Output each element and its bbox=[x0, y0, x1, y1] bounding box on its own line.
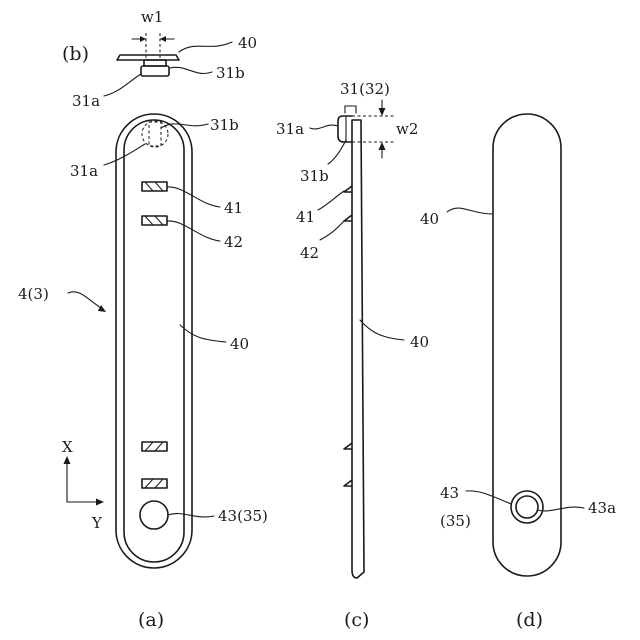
leader-c-41 bbox=[318, 191, 344, 210]
label-c-40: 40 bbox=[410, 333, 429, 351]
label-d-43a: 43a bbox=[588, 499, 616, 517]
label-c-41: 41 bbox=[296, 208, 315, 226]
w1-arrowhead-left bbox=[140, 36, 146, 42]
leader-a-41 bbox=[167, 187, 220, 207]
part-31b-a bbox=[149, 122, 161, 146]
leader-b-40 bbox=[179, 42, 232, 52]
part-31a-b bbox=[141, 66, 169, 76]
hook-lower-2-c bbox=[344, 480, 352, 486]
hook-42-a bbox=[142, 216, 167, 225]
leader-b-31b bbox=[170, 67, 212, 73]
label-d-35: (35) bbox=[440, 512, 471, 530]
label-w1: w1 bbox=[141, 8, 163, 26]
label-a-43-35: 43(35) bbox=[218, 507, 268, 525]
label-c-31a: 31a bbox=[276, 120, 304, 138]
label-a-31a: 31a bbox=[70, 162, 98, 180]
view-c: 31(32) 31a w2 31b 41 42 40 (c) bbox=[276, 80, 429, 631]
part-31b-b bbox=[144, 60, 166, 66]
hook-41-a bbox=[142, 182, 167, 191]
strip-side-c bbox=[352, 120, 364, 578]
label-d-43: 43 bbox=[440, 484, 459, 502]
leader-a-40 bbox=[180, 325, 226, 342]
caption-a: (a) bbox=[138, 609, 164, 631]
hook-41-c bbox=[344, 186, 352, 192]
leader-a-42 bbox=[167, 221, 220, 241]
hook-lower-1-c bbox=[344, 443, 352, 449]
label-b-40: 40 bbox=[238, 34, 257, 52]
hole-43a-d bbox=[516, 496, 538, 518]
w2-arrowhead-top bbox=[379, 108, 386, 116]
label-a-31b: 31b bbox=[210, 116, 239, 134]
leader-d-40 bbox=[447, 208, 492, 214]
label-c-31-32: 31(32) bbox=[340, 80, 390, 98]
view-a: 31b 31a 41 42 4(3) 40 X Y 43(35) (a) bbox=[18, 114, 268, 631]
label-c-w2: w2 bbox=[396, 120, 418, 138]
axis-y-arrowhead bbox=[96, 499, 104, 506]
bracket-31-c bbox=[345, 106, 356, 113]
strip-inner-a bbox=[124, 120, 184, 562]
leader-b-31a bbox=[104, 74, 141, 96]
label-d-40: 40 bbox=[420, 210, 439, 228]
xy-axes bbox=[64, 456, 105, 506]
leader-a-4-3 bbox=[68, 292, 104, 310]
label-c-31b: 31b bbox=[300, 167, 329, 185]
strip-back-d bbox=[493, 114, 561, 576]
w1-arrowhead-right bbox=[160, 36, 166, 42]
caption-d: (d) bbox=[516, 609, 543, 631]
label-axis-y: Y bbox=[91, 514, 103, 532]
label-a-41: 41 bbox=[224, 199, 243, 217]
hook-42-c bbox=[344, 215, 352, 221]
leader-a-4-3-arrowhead bbox=[98, 305, 106, 312]
view-b: (b) w1 40 31b 31a bbox=[62, 8, 257, 110]
hook-lower-2-a bbox=[142, 479, 167, 488]
leader-d-43 bbox=[466, 491, 511, 504]
axis-x-arrowhead bbox=[64, 456, 71, 464]
label-a-42: 42 bbox=[224, 233, 243, 251]
hook-lower-1-a bbox=[142, 442, 167, 451]
caption-b: (b) bbox=[62, 43, 89, 65]
leader-c-31a bbox=[310, 125, 338, 129]
leader-a-31b bbox=[161, 124, 208, 128]
label-b-31a: 31a bbox=[72, 92, 100, 110]
label-a-40: 40 bbox=[230, 335, 249, 353]
label-a-4-3: 4(3) bbox=[18, 285, 49, 303]
leader-a-43 bbox=[168, 514, 214, 517]
part-31a-a bbox=[142, 121, 168, 147]
view-d: 40 43 (35) 43a (d) bbox=[420, 114, 616, 631]
leader-c-42 bbox=[320, 221, 344, 240]
w2-arrowhead-bottom bbox=[379, 142, 386, 150]
leader-c-31b bbox=[328, 140, 346, 164]
label-c-42: 42 bbox=[300, 244, 319, 262]
label-axis-x: X bbox=[62, 438, 73, 456]
part-31a-c bbox=[338, 116, 352, 142]
leader-c-40 bbox=[360, 320, 404, 340]
hole-43-a bbox=[140, 501, 168, 529]
label-b-31b: 31b bbox=[216, 64, 245, 82]
caption-c: (c) bbox=[344, 609, 369, 631]
